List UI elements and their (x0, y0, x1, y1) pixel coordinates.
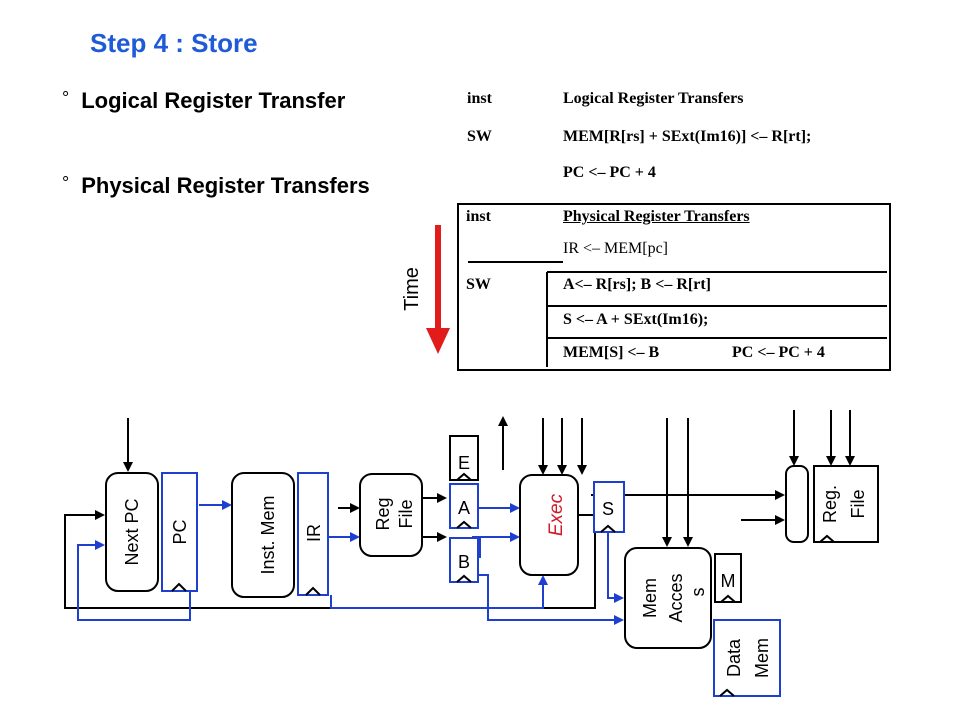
e-register: E (449, 435, 479, 481)
bullet-logical: ° Logical Register Transfer (62, 88, 345, 114)
time-arrow (426, 225, 450, 354)
logical-header-transfers: Logical Register Transfers (563, 90, 744, 107)
reg-file-label-2: File (396, 499, 416, 528)
pc-label: PC (170, 519, 190, 544)
bullet-physical-text: Physical Register Transfers (81, 173, 370, 198)
b-label: B (458, 552, 470, 572)
reg-file-label-1: Reg (373, 497, 393, 530)
reg-file-writeback-label-2: File (848, 489, 868, 518)
logical-line-1: MEM[R[rs] + SExt(Im16)] <– R[rt]; (563, 128, 812, 145)
logical-inst-sw: SW (467, 128, 492, 145)
exec-label: Exec (546, 493, 567, 536)
reg-file-writeback-block: Reg. File (813, 465, 879, 543)
ir-label: IR (304, 524, 324, 542)
data-mem-label-2: Mem (752, 638, 772, 678)
reg-file-writeback-label-1: Reg. (820, 485, 840, 523)
physical-row-1: A<– R[rs]; B <– R[rt] (563, 276, 711, 293)
e-label: E (458, 453, 470, 473)
bullet-marker: ° (62, 173, 70, 193)
physical-header-transfers: Physical Register Transfers (563, 208, 750, 225)
ir-register: IR (297, 472, 329, 596)
time-label: Time (401, 267, 423, 311)
s-label: S (602, 499, 614, 519)
physical-transfer-table (457, 203, 891, 371)
data-mem-block: Data Mem (713, 619, 781, 697)
a-label: A (458, 498, 470, 518)
mem-access-label-3: s (688, 588, 708, 597)
bullet-marker: ° (62, 88, 70, 108)
physical-row-3a: MEM[S] <– B (563, 344, 660, 361)
inst-mem-block: Inst. Mem (231, 472, 295, 598)
writeback-mux (785, 465, 809, 543)
s-register: S (593, 481, 625, 533)
data-mem-label-1: Data (724, 638, 744, 677)
page-title: Step 4 : Store (90, 28, 258, 58)
m-register: M (714, 553, 742, 603)
physical-row-2: S <– A + SExt(Im16); (563, 311, 709, 328)
reg-file-block: Reg File (359, 473, 423, 557)
logical-header-inst: inst (467, 90, 492, 107)
a-register: A (449, 483, 479, 529)
physical-inst-sw: SW (466, 276, 491, 293)
physical-header-inst: inst (466, 208, 491, 225)
pc-register: PC (161, 472, 198, 592)
physical-row-3b: PC <– PC + 4 (732, 344, 825, 361)
m-label: M (721, 571, 736, 591)
b-register: B (449, 537, 479, 583)
bullet-logical-text: Logical Register Transfer (81, 88, 346, 113)
next-pc-label: Next PC (122, 498, 142, 565)
inst-mem-label: Inst. Mem (258, 495, 278, 574)
mem-access-block: Mem Acces s (624, 547, 712, 649)
physical-row-fetch: IR <– MEM[pc] (563, 240, 669, 257)
mem-access-label-2: Acces (666, 573, 686, 622)
exec-block: Exec (519, 474, 579, 576)
logical-line-2: PC <– PC + 4 (563, 164, 656, 181)
table-lines (468, 261, 887, 367)
next-pc-block: Next PC (105, 472, 159, 592)
mem-access-label-1: Mem (640, 578, 660, 618)
bullet-physical: ° Physical Register Transfers (62, 173, 370, 199)
